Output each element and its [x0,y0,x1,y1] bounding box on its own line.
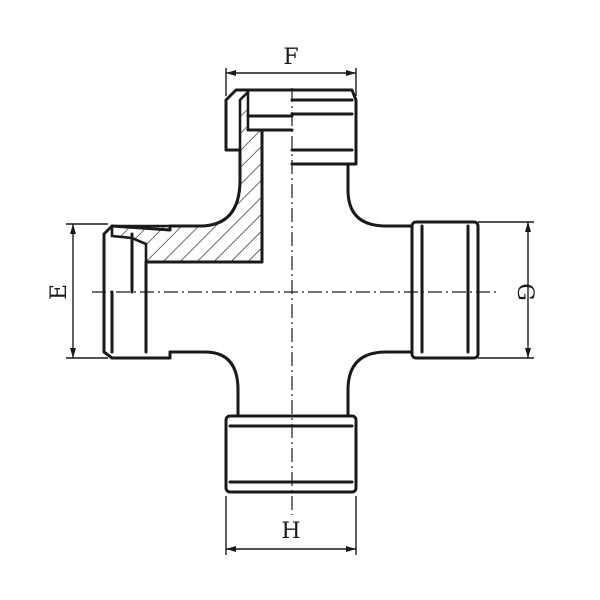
dimension-h: H [225,496,357,555]
dimension-label-f: F [283,45,298,70]
top-port [224,88,358,166]
dimension-e: E [47,223,108,359]
dimension-g: G [478,221,537,359]
section-hatch [110,88,264,264]
right-port [410,220,480,360]
dimension-f: F [225,45,357,96]
dimension-label-e: E [47,284,72,300]
dimension-label-h: H [281,519,300,544]
bottom-port [224,414,358,494]
dimension-label-g: G [512,283,537,301]
body-outline [168,148,414,418]
